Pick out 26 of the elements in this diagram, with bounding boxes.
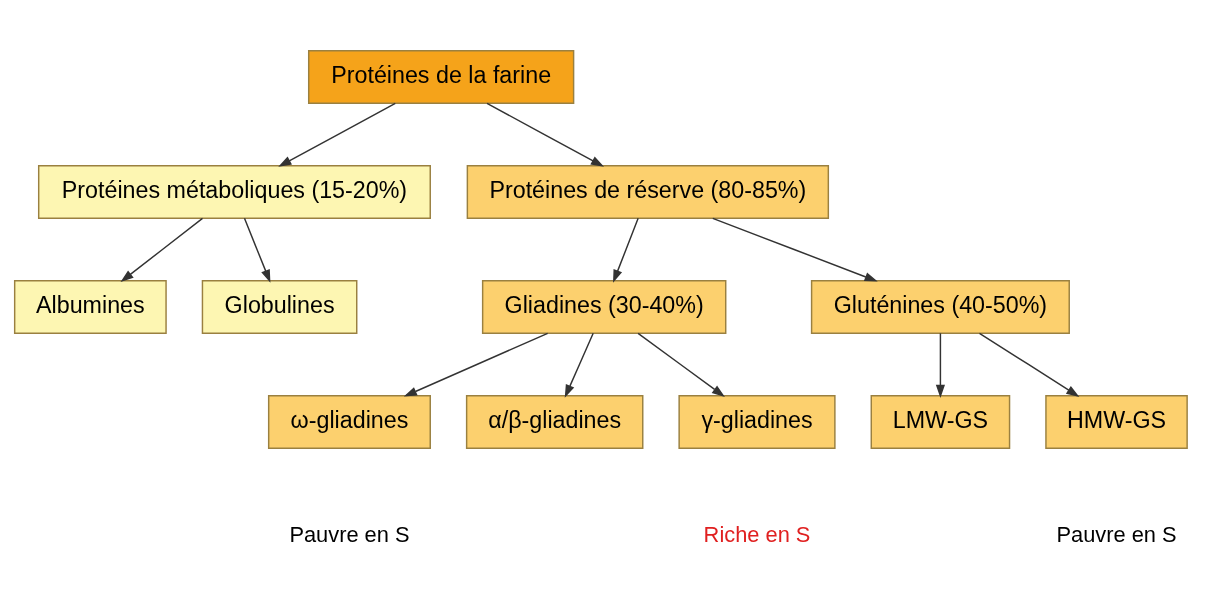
arrow: [564, 332, 594, 398]
label: Pauvre en S: [1056, 521, 1177, 547]
node-box: Protéines de la farine: [307, 49, 575, 104]
label: Pauvre en S: [289, 521, 410, 547]
arrow: [978, 332, 1080, 397]
node-box: Gluténines (40-50%): [810, 279, 1070, 334]
node-box: LMW-GS: [870, 394, 1011, 449]
node-box: HMW-GS: [1045, 394, 1188, 449]
node-box: Gliadines (30-40%): [481, 279, 727, 334]
arrow: [120, 217, 204, 282]
arrow: [712, 217, 878, 282]
arrow: [403, 332, 549, 397]
node-box: Albumines: [13, 279, 167, 334]
arrow: [243, 217, 271, 283]
node-box: Protéines métaboliques (15-20%): [37, 164, 431, 219]
node-box: α/β-gliadines: [465, 394, 644, 449]
label: Riche en S: [703, 521, 811, 547]
node-box: ω-gliadines: [267, 394, 431, 449]
arrow: [486, 102, 605, 167]
node-box: γ-gliadines: [678, 394, 836, 449]
arrow: [278, 102, 397, 167]
arrow: [637, 332, 725, 397]
arrow: [613, 217, 639, 283]
arrow: [935, 332, 945, 398]
node-box: Globulines: [201, 279, 358, 334]
node-box: Protéines de réserve (80-85%): [466, 164, 830, 219]
